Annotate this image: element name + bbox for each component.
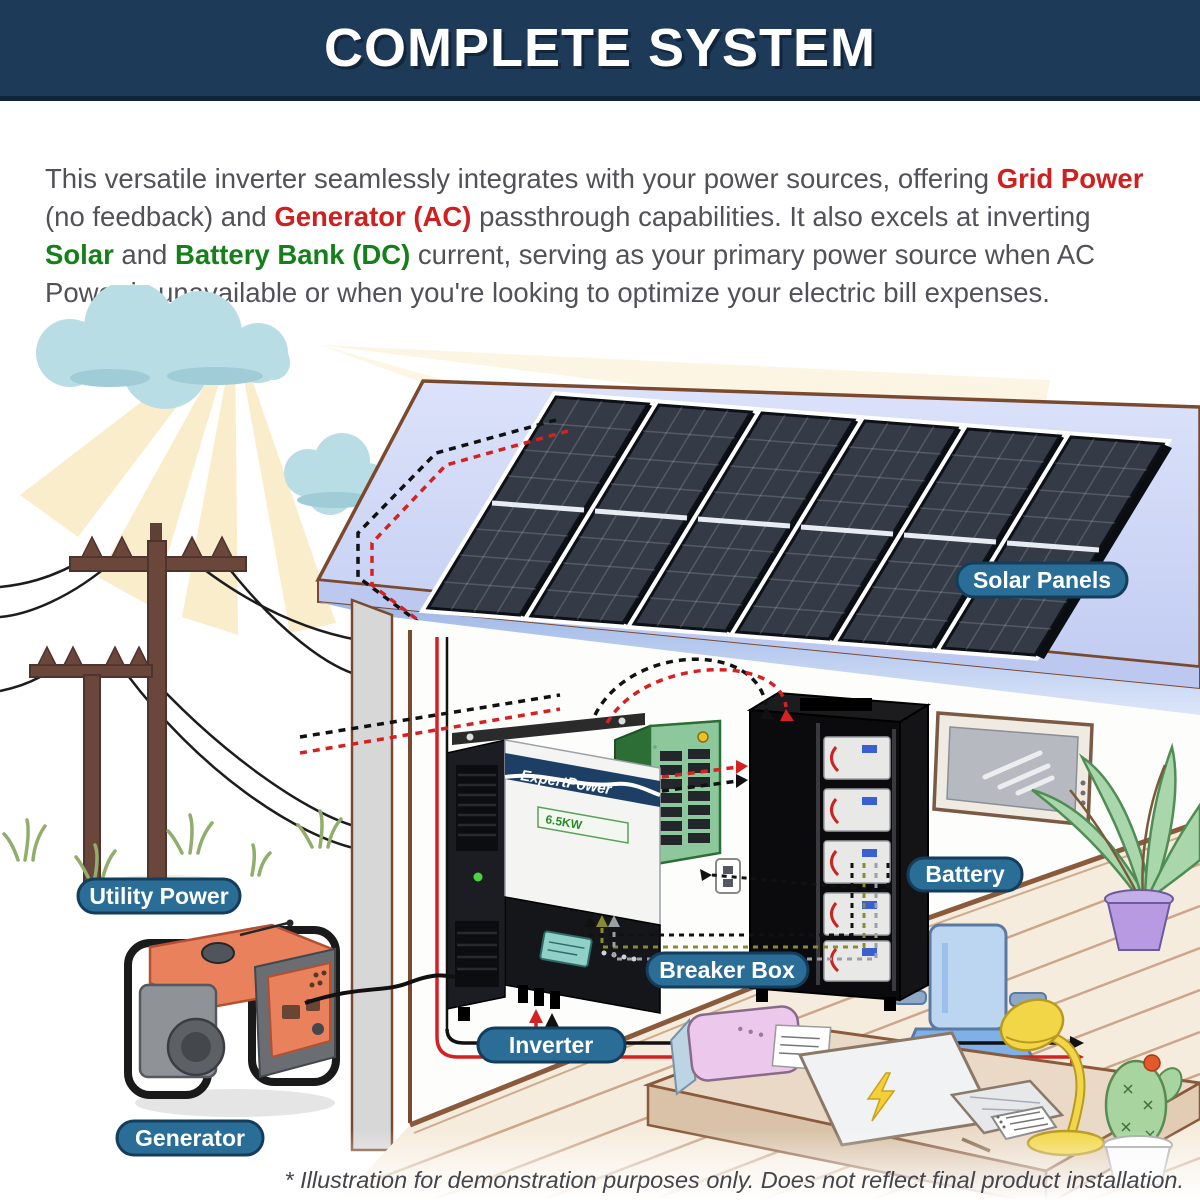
- desc-seg: current, serving as your primary power s…: [45, 238, 1096, 308]
- lightning-bolt-icon: [866, 1072, 896, 1122]
- grass-tufts: [2, 809, 343, 879]
- cactus-flower: [1143, 1054, 1161, 1072]
- svg-text:Breaker Box: Breaker Box: [659, 957, 795, 983]
- badge-inverter: Inverter: [476, 1026, 627, 1064]
- desc-seg: and: [113, 238, 175, 270]
- desc-battery-bank: Battery Bank (DC): [174, 238, 411, 270]
- system-illustration: ExpertPower 6.5KW: [0, 285, 1200, 1200]
- badge-generator: Generator: [115, 1119, 265, 1157]
- badge-solar-panels: Solar Panels: [955, 561, 1129, 599]
- badge-breaker-box: Breaker Box: [645, 951, 810, 989]
- svg-text:Generator: Generator: [135, 1125, 245, 1151]
- desc-grid-power: Grid Power: [996, 162, 1144, 194]
- label-badges: Solar Panels Utility Power Battery Break…: [76, 561, 1129, 1157]
- printer: [670, 1005, 832, 1096]
- battery-modules: [823, 736, 891, 982]
- desc-seg: passthrough capabilities. It also excels…: [471, 200, 1091, 232]
- description-text: This versatile inverter seamlessly integ…: [45, 160, 1163, 312]
- desc-seg: This versatile inverter seamlessly integ…: [45, 162, 997, 194]
- solar-panel-array: [428, 397, 1172, 659]
- badge-utility-power: Utility Power: [76, 877, 242, 915]
- header-banner: COMPLETE SYSTEM: [0, 0, 1200, 101]
- generator-unit: [124, 919, 456, 1117]
- potted-plant: [1031, 742, 1200, 951]
- desc-generator-ac: Generator (AC): [274, 200, 472, 232]
- disclaimer-text: * Illustration for demonstration purpose…: [284, 1167, 1184, 1193]
- badge-battery: Battery: [906, 856, 1024, 893]
- desc-seg: (no feedback) and: [45, 200, 275, 232]
- page-title: COMPLETE SYSTEM: [323, 18, 877, 78]
- generator-cable: [304, 973, 456, 1005]
- inverter-spec-label: 6.5KW: [544, 812, 583, 832]
- svg-text:Utility Power: Utility Power: [89, 883, 228, 909]
- svg-text:Battery: Battery: [925, 861, 1004, 887]
- cloud-large: [36, 285, 290, 409]
- svg-text:Solar Panels: Solar Panels: [973, 567, 1111, 593]
- wiring: [299, 637, 1084, 1064]
- svg-text:Inverter: Inverter: [509, 1032, 593, 1058]
- desc-solar: Solar: [45, 238, 114, 270]
- solar-dc-wires: [356, 418, 569, 639]
